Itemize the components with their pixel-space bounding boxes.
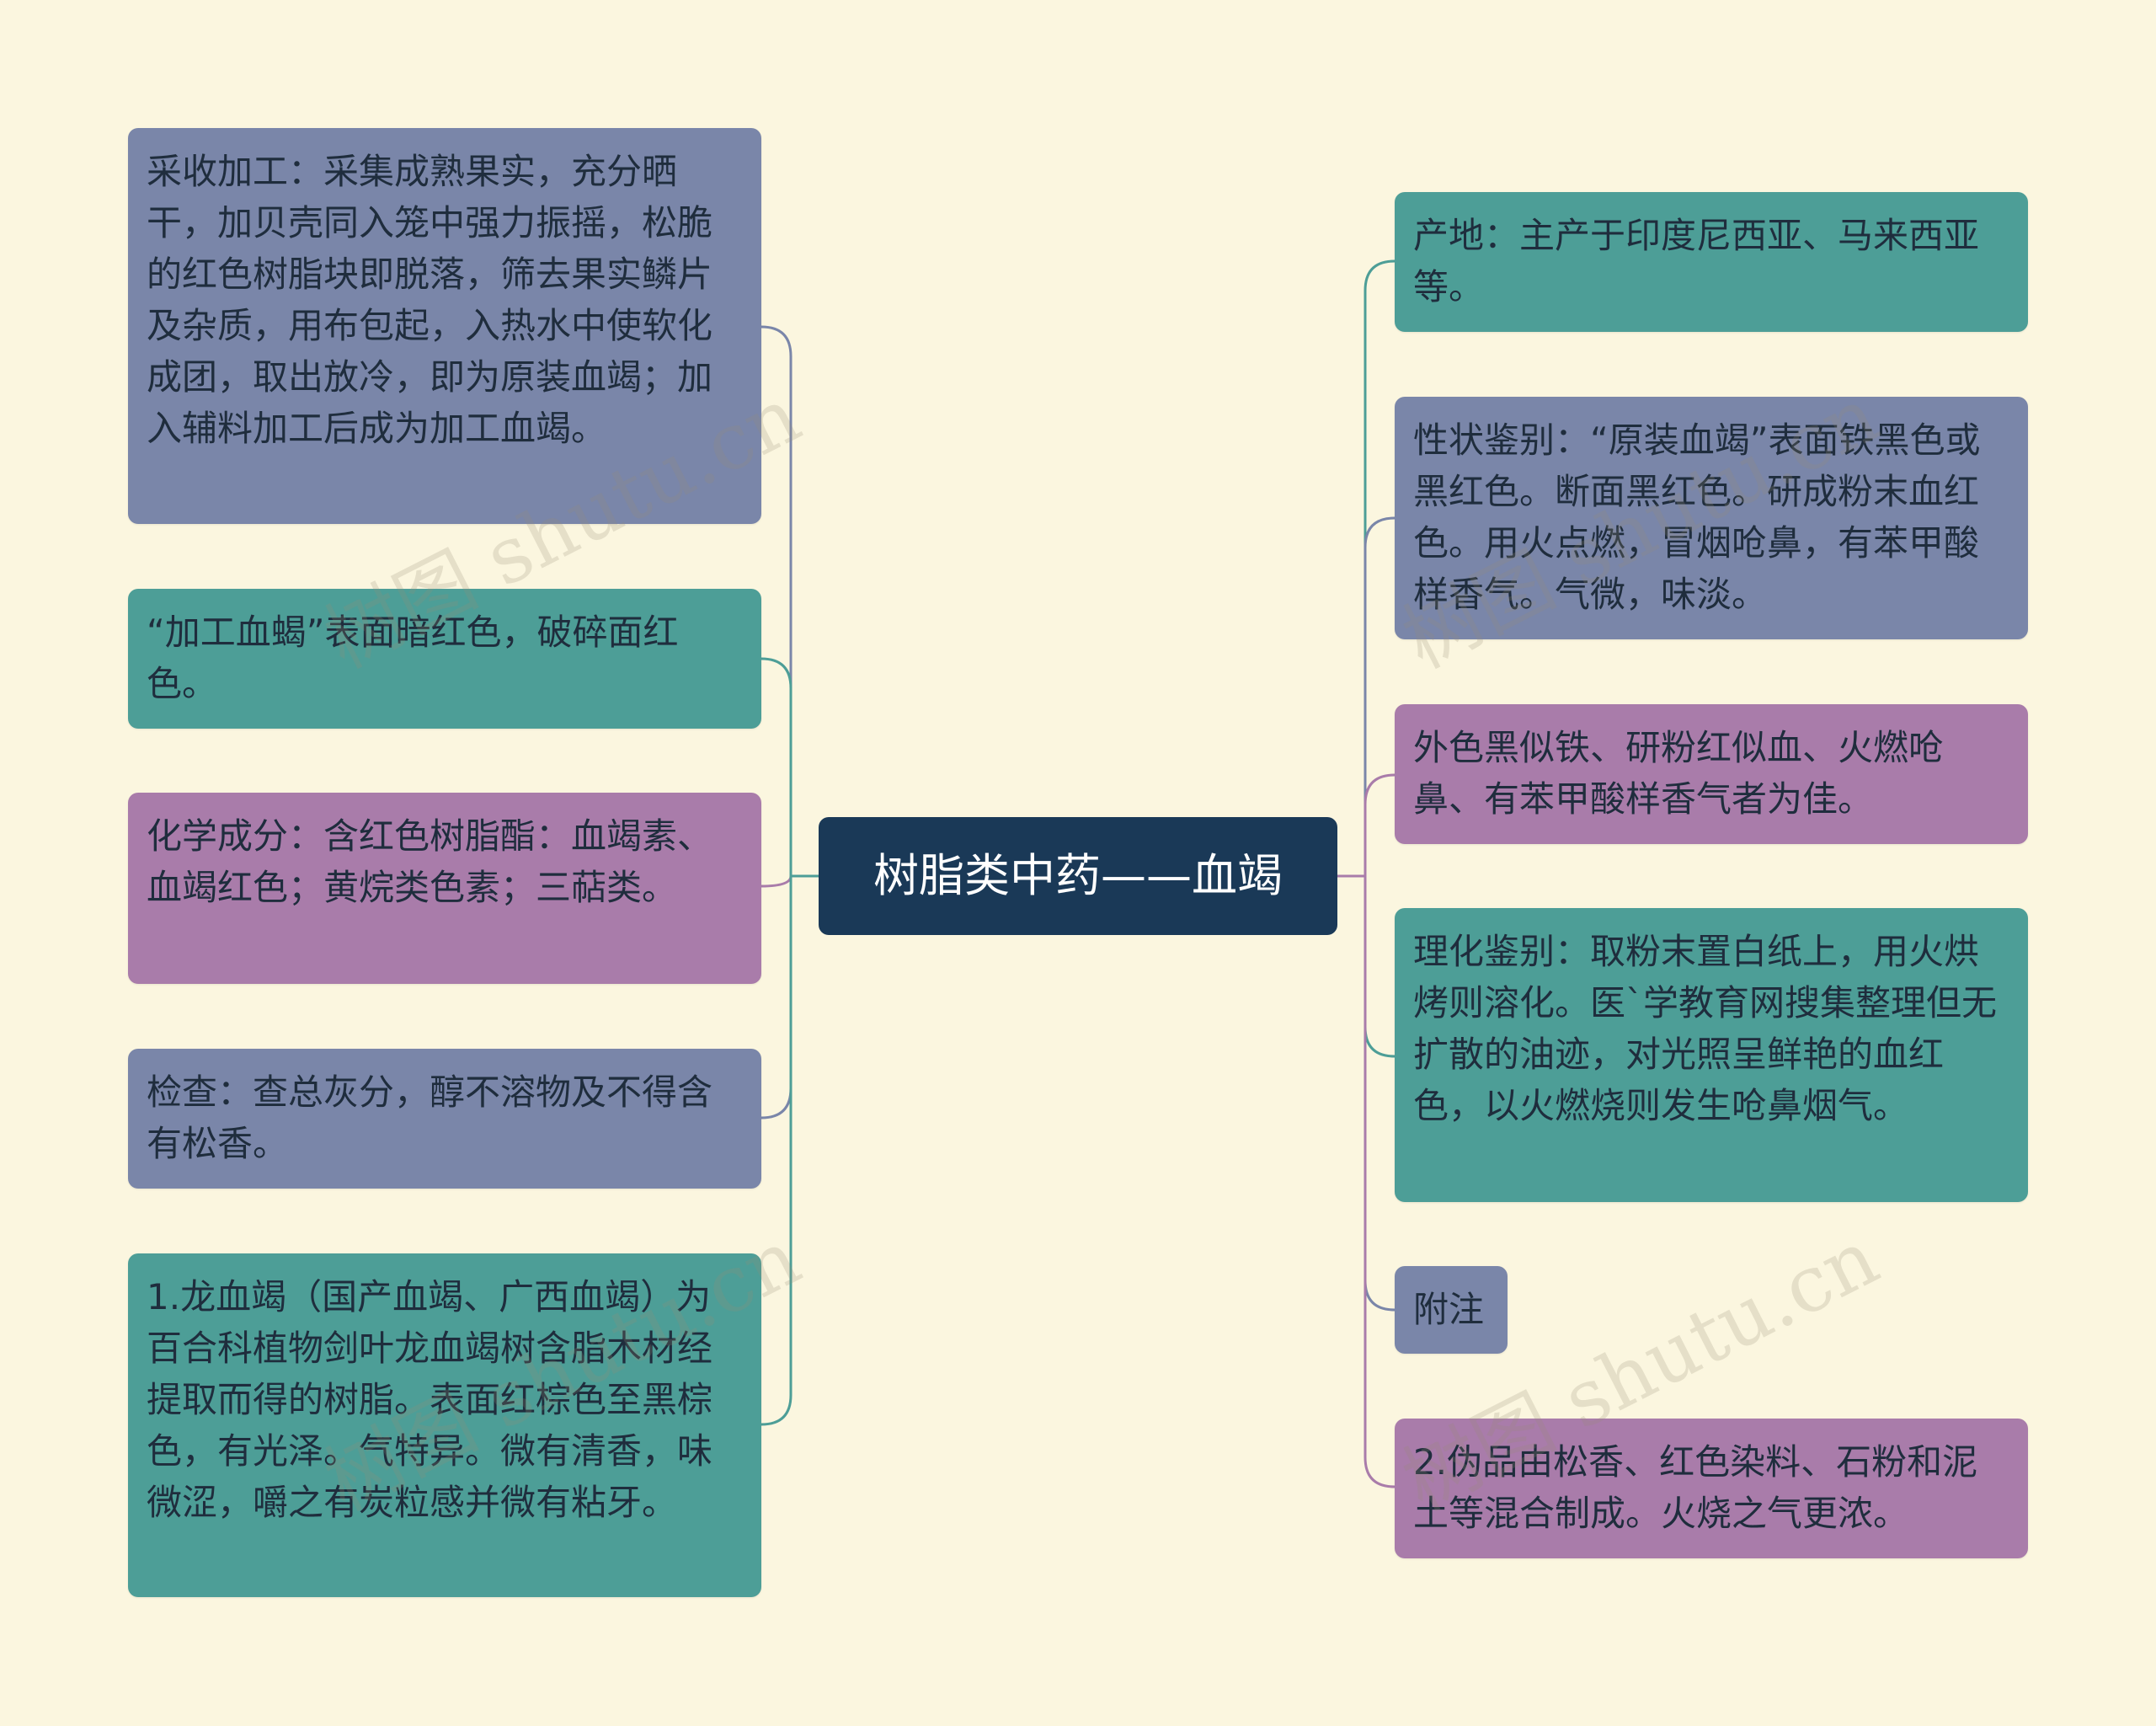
topic-note[interactable]: 附注 [1395, 1266, 1508, 1354]
connector-left-4 [760, 876, 792, 1119]
topic-chemical-components[interactable]: 化学成分：含红色树脂酯：血竭素、血竭红色；黄烷类色素；三萜类。 [128, 793, 761, 984]
connector-right-3 [1364, 773, 1396, 876]
topic-processed-appearance[interactable]: “加工血蝎”表面暗红色，破碎面红色。 [128, 589, 761, 729]
topic-longxuejie[interactable]: 1.龙血竭（国产血竭、广西血竭）为百合科植物剑叶龙血竭树含脂木材经提取而得的树脂… [128, 1253, 761, 1597]
connector-right-5 [1364, 876, 1396, 1312]
connector-right-1 [1364, 259, 1396, 876]
connector-right-6 [1364, 876, 1396, 1488]
connector-left-2 [760, 657, 792, 876]
topic-physicochemical-identification[interactable]: 理化鉴别：取粉末置白纸上，用火烘烤则溶化。医`学教育网搜集整理但无扩散的油迹，对… [1395, 908, 2028, 1202]
connector-left-1 [760, 325, 792, 876]
connector-right-2 [1364, 516, 1396, 876]
topic-origin[interactable]: 产地：主产于印度尼西亚、马来西亚等。 [1395, 192, 2028, 332]
connector-right-4 [1364, 876, 1396, 1058]
connector-left-5 [760, 876, 792, 1426]
topic-quality[interactable]: 外色黑似铁、研粉红似血、火燃呛鼻、有苯甲酸样香气者为佳。 [1395, 704, 2028, 844]
topic-inspection[interactable]: 检查：查总灰分，醇不溶物及不得含有松香。 [128, 1049, 761, 1189]
topic-harvest-processing[interactable]: 采收加工：采集成熟果实，充分晒干，加贝壳同入笼中强力振摇，松脆的红色树脂块即脱落… [128, 128, 761, 524]
topic-character-identification[interactable]: 性状鉴别：“原装血竭”表面铁黑色或黑红色。断面黑红色。研成粉末血红色。用火点燃，… [1395, 397, 2028, 639]
central-topic[interactable]: 树脂类中药——血竭 [819, 817, 1337, 935]
connector-left-3 [760, 875, 792, 888]
topic-counterfeit[interactable]: 2.伪品由松香、红色染料、石粉和泥土等混合制成。火烧之气更浓。 [1395, 1419, 2028, 1558]
